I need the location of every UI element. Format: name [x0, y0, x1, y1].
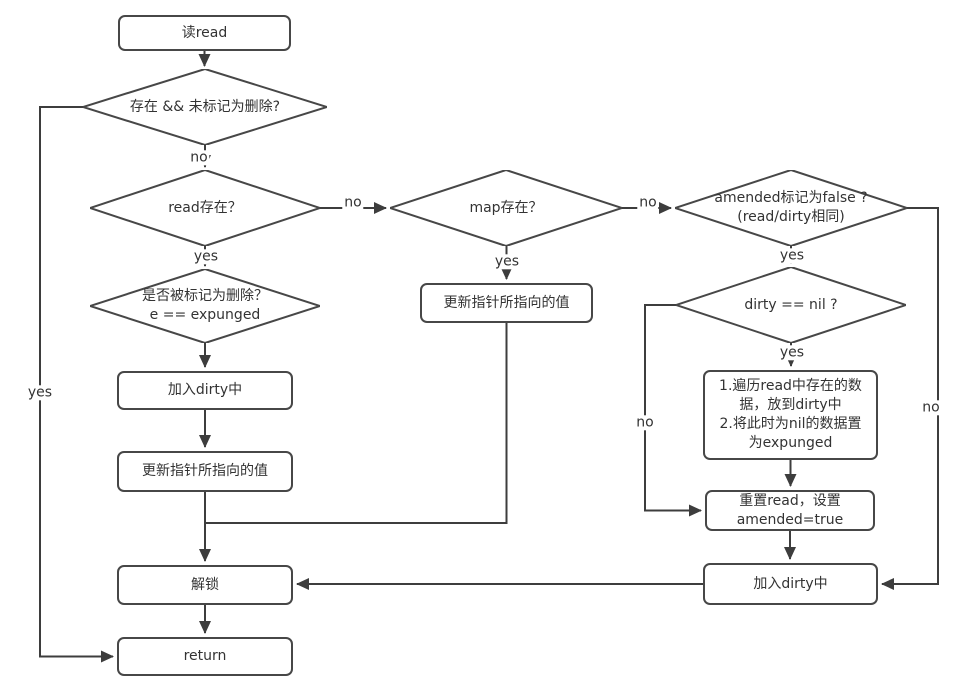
diamond-shape: [676, 267, 906, 343]
node-expunged-label: 是否被标记为删除？ e == expunged: [90, 269, 320, 343]
node-exists-check-label: 存在 && 未标记为删除?: [129, 98, 281, 115]
node-return: return: [117, 637, 293, 676]
diamond-shape: [675, 170, 907, 246]
node-expunged-line1: 是否被标记为删除？: [142, 288, 268, 305]
edge-label-amended-yes: yes: [777, 247, 807, 264]
diamond-shape: [90, 170, 320, 246]
node-add-dirty-right: 加入dirty中: [703, 563, 878, 605]
diamond-shape: [90, 269, 320, 343]
edge-label-exists-yes: yes: [25, 384, 55, 401]
node-map-exists: map存在？: [390, 170, 622, 246]
diamond-shape: [83, 69, 327, 145]
edge-label-dirty-nil-no: no: [634, 414, 656, 431]
edge-label-read-exists-yes: yes: [191, 248, 221, 265]
node-exists-check: 存在 && 未标记为删除?: [83, 69, 327, 145]
edge-label-read-exists-no: no: [342, 194, 364, 211]
edge-update-pointer-mid-merge: [206, 323, 508, 524]
node-read-exists: read存在？: [90, 170, 320, 246]
node-traverse-read-item1: 1.遍历read中存在的数据，放到dirty中: [719, 378, 862, 414]
edge-label-dirty-nil-yes: yes: [777, 344, 807, 361]
node-start: 读read: [118, 15, 291, 51]
node-unlock: 解锁: [117, 565, 293, 605]
node-update-pointer-left: 更新指针所指向的值: [117, 451, 293, 492]
node-reset-read: 重置read，设置 amended=true: [705, 490, 875, 531]
edge-label-exists-no: no: [188, 149, 210, 166]
node-reset-read-line2: amended=true: [736, 511, 844, 528]
node-dirty-nil: dirty == nil ?: [676, 267, 906, 343]
node-update-pointer-left-label: 更新指针所指向的值: [142, 463, 268, 480]
node-add-dirty-left-label: 加入dirty中: [167, 382, 243, 399]
node-map-exists-label: map存在？: [469, 199, 543, 216]
node-traverse-read: 1.遍历read中存在的数据，放到dirty中 2.将此时为nil的数据置为ex…: [703, 370, 878, 460]
edge-label-map-exists-no: no: [637, 194, 659, 211]
node-expunged-line2: e == expunged: [149, 307, 261, 323]
node-amended-line2: (read/dirty相同): [737, 209, 845, 225]
edge-amended-no-to-add-dirty-right: [881, 207, 939, 590]
node-amended-label: amended标记为false ? (read/dirty相同): [675, 170, 907, 246]
node-add-dirty-right-label: 加入dirty中: [753, 575, 828, 592]
node-unlock-label: 解锁: [191, 576, 219, 593]
node-reset-read-line1: 重置read，设置: [739, 492, 841, 509]
edge-label-amended-no: no: [920, 399, 942, 416]
edge-label-map-exists-yes: yes: [492, 253, 522, 270]
node-dirty-nil-label: dirty == nil ?: [744, 296, 838, 313]
node-add-dirty-left: 加入dirty中: [117, 371, 293, 410]
node-traverse-read-item2: 2.将此时为nil的数据置为expunged: [719, 416, 862, 451]
node-update-pointer-mid-label: 更新指针所指向的值: [443, 294, 570, 311]
node-amended-line1: amended标记为false ?: [714, 190, 868, 207]
edge-exists-yes-to-return: [39, 106, 114, 663]
node-start-label: 读read: [181, 24, 228, 41]
node-return-label: return: [183, 648, 227, 665]
edge-dirty-nil-no-to-reset-read: [644, 304, 702, 517]
node-expunged: 是否被标记为删除？ e == expunged: [90, 269, 320, 343]
node-update-pointer-mid: 更新指针所指向的值: [420, 283, 593, 323]
diamond-shape: [390, 170, 622, 246]
node-read-exists-label: read存在？: [168, 199, 242, 216]
node-amended: amended标记为false ? (read/dirty相同): [675, 170, 907, 246]
